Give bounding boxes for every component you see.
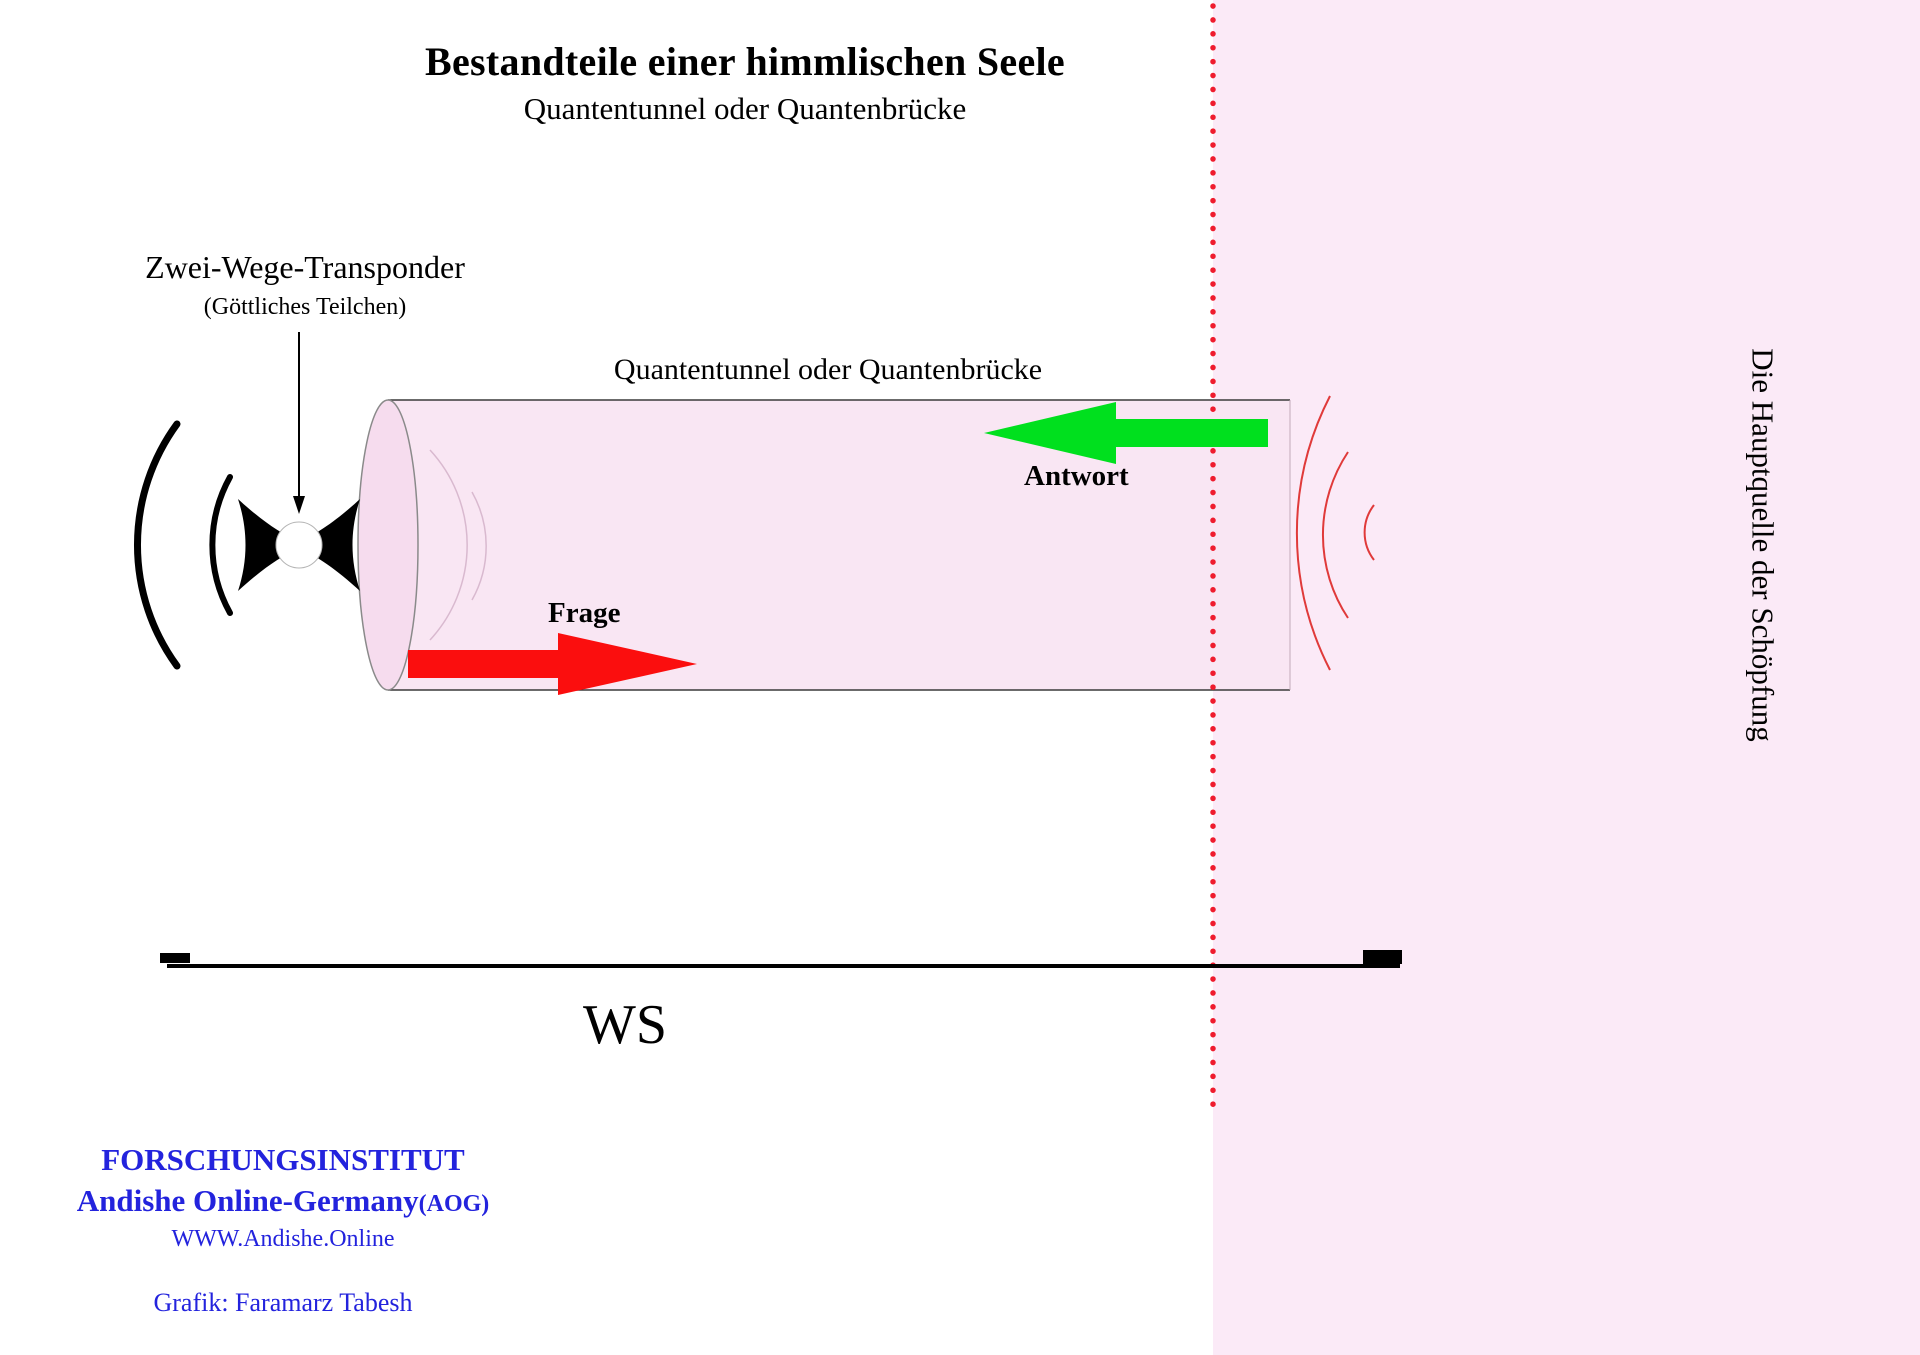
signal-arc-left-outer [133, 420, 181, 670]
footer-organization: Andishe Online-Germany(AOG) [33, 1183, 533, 1219]
transponder-label: Zwei-Wege-Transponder [145, 249, 465, 285]
pointer-arrow [293, 332, 305, 514]
signal-arc-left-inner [209, 474, 233, 616]
source-wave-arc-inner [1363, 504, 1375, 561]
page-title: Bestandteile einer himmlischen Seele [425, 39, 1065, 84]
tunnel-inner-wave-arc-outer [429, 449, 468, 641]
transponder-icon [238, 499, 360, 591]
measurement-line [160, 950, 1402, 968]
question-label: Frage [548, 597, 621, 629]
measurement-label: WS [583, 994, 667, 1056]
footer-organization-suffix: (AOG) [418, 1191, 490, 1217]
question-arrow [408, 633, 697, 695]
page-subtitle: Quantentunnel oder Quantenbrücke [523, 91, 967, 126]
transponder-sublabel: (Göttliches Teilchen) [203, 294, 407, 320]
tunnel-inner-wave-arc-inner [471, 491, 487, 601]
footer-credit: Grafik: Faramarz Tabesh [153, 1288, 413, 1317]
tunnel-body [388, 400, 1290, 690]
source-wave-arc-middle [1321, 451, 1349, 619]
source-region [1213, 0, 1920, 1355]
answer-arrow [984, 402, 1268, 464]
source-label: Die Hauptquelle der Schöpfung [1745, 348, 1781, 742]
answer-label: Antwort [1024, 460, 1129, 492]
tunnel-left-cap [357, 399, 419, 691]
footer-credits: FORSCHUNGSINSTITUT Andishe Online-German… [33, 0, 533, 1355]
tunnel-label: Quantentunnel oder Quantenbrücke [613, 353, 1043, 386]
quantum-tunnel [357, 399, 1291, 691]
footer-website: WWW.Andishe.Online [171, 1226, 395, 1252]
source-wave-arc-outer [1295, 395, 1331, 671]
footer-institute: FORSCHUNGSINSTITUT [101, 1142, 465, 1177]
footer-organization-name: Andishe Online-Germany [76, 1183, 419, 1218]
